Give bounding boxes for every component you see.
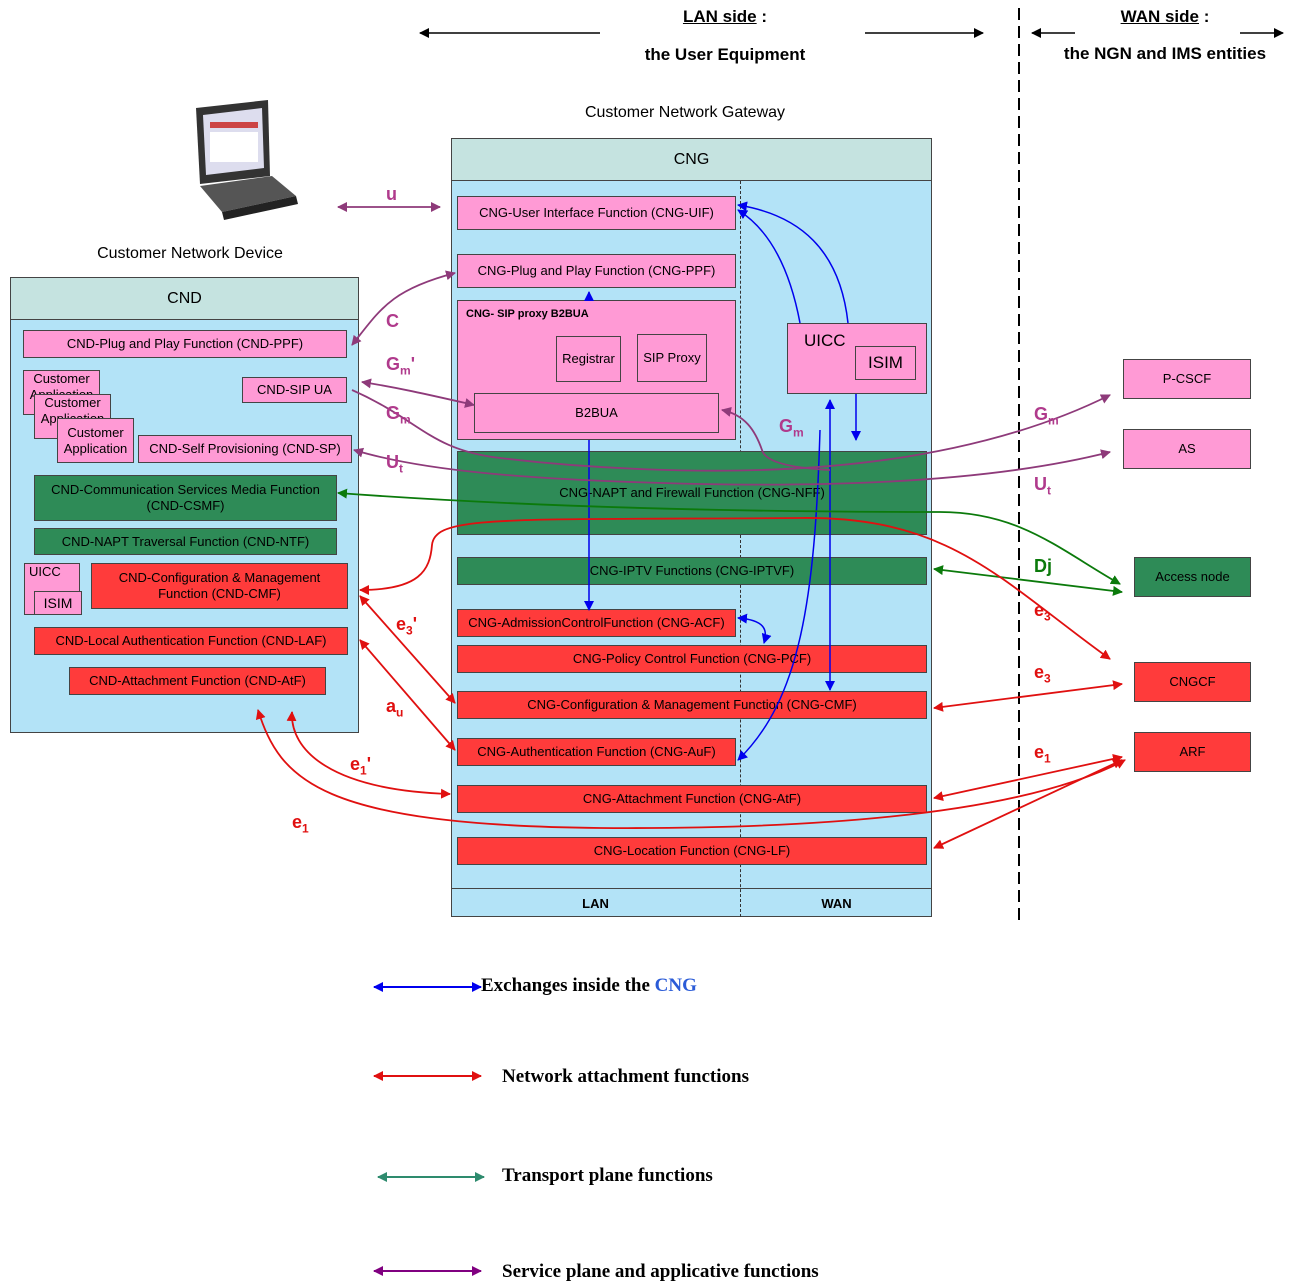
cng-uif[interactable]: CNG-User Interface Function (CNG-UIF) [457,196,736,230]
cnd-customer-app-3[interactable]: Customer Application [57,418,134,463]
cngcf-box[interactable]: CNGCF [1134,662,1251,702]
cng-b2bua[interactable]: B2BUA [474,393,719,433]
cnd-cmf[interactable]: CND-Configuration & Management Function … [91,563,348,609]
label-gm-cnd: Gm [386,403,411,427]
legend-inside-cng: Exchanges inside the CNG [481,975,697,996]
cng-sip-proxy-title: CNG- SIP proxy B2BUA [466,308,589,320]
cnd-self-provisioning[interactable]: CND-Self Provisioning (CND-SP) [138,435,352,463]
wan-side-subtitle: the NGN and IMS entities [1063,44,1267,63]
label-u: u [386,184,397,204]
label-e3-b: e3 [1034,662,1051,686]
as-box[interactable]: AS [1123,429,1251,469]
arf-box[interactable]: ARF [1134,732,1251,772]
legend-transport: Transport plane functions [502,1165,713,1186]
label-dj: Dj [1034,556,1052,576]
label-au: au [386,696,404,720]
cng-title: CNG [451,138,932,181]
label-e1-wan: e1 [1034,742,1051,766]
label-e1-prime: e1' [350,754,371,778]
cng-lan-label: LAN [582,896,609,911]
cnd-ppf[interactable]: CND-Plug and Play Function (CND-PPF) [23,330,347,358]
access-node-box[interactable]: Access node [1134,557,1251,597]
lan-side-title: LAN side : [682,7,768,26]
cng-registrar[interactable]: Registrar [556,336,621,382]
label-c: C [386,311,399,331]
cng-footer-line [451,888,932,889]
legend-attachment: Network attachment functions [502,1066,749,1087]
cnd-csmf[interactable]: CND-Communication Services Media Functio… [34,475,337,521]
cng-uicc-label: UICC [804,331,846,350]
cng-pcf[interactable]: CNG-Policy Control Function (CNG-PCF) [457,645,927,673]
cnd-atf[interactable]: CND-Attachment Function (CND-AtF) [69,667,326,695]
cnd-caption: Customer Network Device [97,245,283,262]
cng-auf[interactable]: CNG-Authentication Function (CNG-AuF) [457,738,736,766]
label-e3-prime: e3' [396,614,417,638]
cng-sip-proxy[interactable]: SIP Proxy [637,334,707,382]
cng-isim[interactable]: ISIM [855,346,916,380]
cng-cmf[interactable]: CNG-Configuration & Management Function … [457,691,927,719]
label-e1-cnd: e1 [292,812,309,836]
label-ut-cnd: Ut [386,452,403,476]
label-gm-prime: Gm' [386,354,415,378]
cng-iptvf[interactable]: CNG-IPTV Functions (CNG-IPTVF) [457,557,927,585]
cnd-title: CND [10,277,359,320]
legend-service: Service plane and applicative functions [502,1261,819,1282]
cng-wan-label: WAN [821,896,852,911]
pcscf-box[interactable]: P-CSCF [1123,359,1251,399]
label-e3-a: e3 [1034,600,1051,624]
cnd-laf[interactable]: CND-Local Authentication Function (CND-L… [34,627,348,655]
lan-side-subtitle: the User Equipment [644,45,806,64]
cnd-sip-ua[interactable]: CND-SIP UA [242,377,347,403]
cng-lf[interactable]: CNG-Location Function (CNG-LF) [457,837,927,865]
cng-nff[interactable]: CNG-NAPT and Firewall Function (CNG-NFF) [457,451,927,535]
cng-acf[interactable]: CNG-AdmissionControlFunction (CNG-ACF) [457,609,736,637]
label-ut-wan: Ut [1034,474,1051,498]
label-gm-cng: Gm [779,416,804,440]
label-gm-wan: Gm [1034,404,1059,428]
cng-ppf[interactable]: CNG-Plug and Play Function (CNG-PPF) [457,254,736,288]
cnd-isim[interactable]: ISIM [34,591,82,615]
cnd-ntf[interactable]: CND-NAPT Traversal Function (CND-NTF) [34,528,337,555]
cng-caption: Customer Network Gateway [584,104,786,121]
wan-side-title: WAN side : [1120,7,1210,26]
cng-atf[interactable]: CNG-Attachment Function (CNG-AtF) [457,785,927,813]
